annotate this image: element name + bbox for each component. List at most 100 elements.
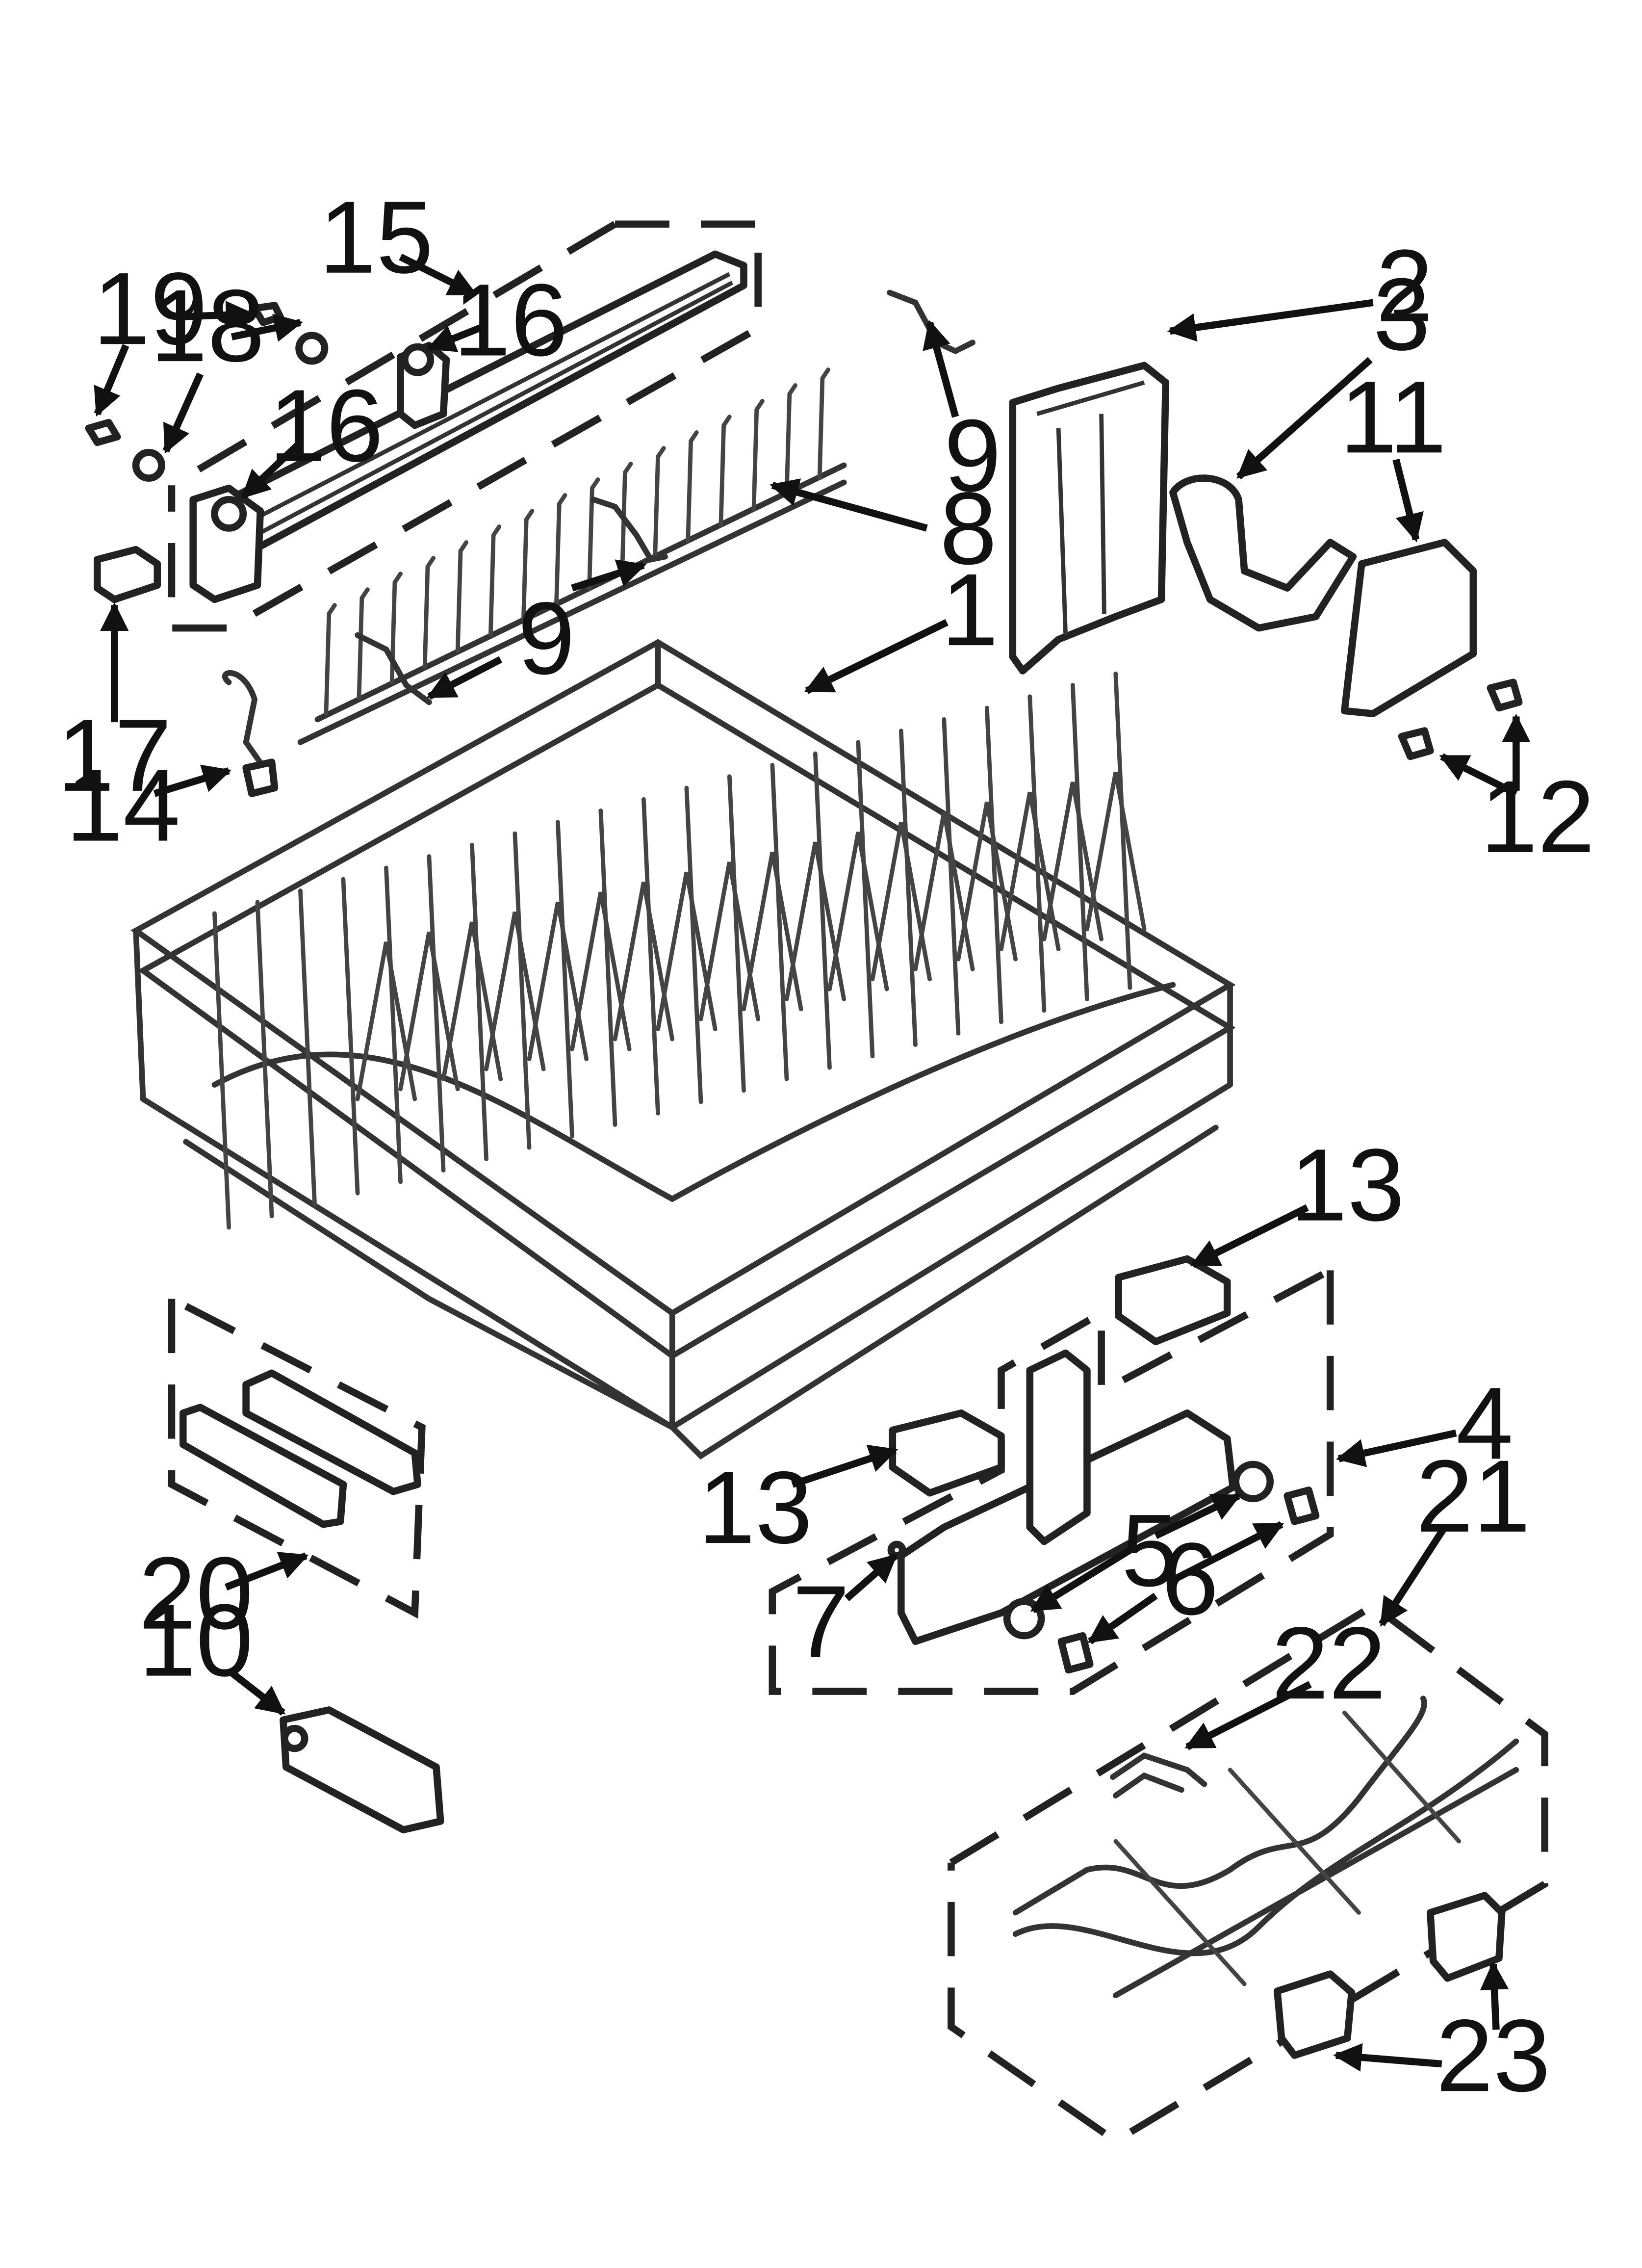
insert-clip-23b bbox=[1274, 1970, 1356, 2059]
rack-tine-wire bbox=[384, 865, 403, 1184]
rack-tine-wire bbox=[427, 854, 446, 1173]
callout-13-upper: 13 bbox=[1290, 1128, 1405, 1243]
handle-frame bbox=[242, 1369, 421, 1495]
handle-grip bbox=[180, 1404, 347, 1528]
rack-tine-wire bbox=[770, 763, 789, 1081]
callout-14: 14 bbox=[66, 748, 180, 863]
cover-screw-12b bbox=[1398, 727, 1434, 760]
tine-wire bbox=[455, 540, 469, 653]
upper-dishrack bbox=[130, 639, 1236, 1460]
rack-fold-tine bbox=[698, 861, 761, 1021]
adjuster-slide-group bbox=[769, 1255, 1334, 1695]
callout-13-lower: 13 bbox=[698, 1450, 813, 1565]
callout-22: 22 bbox=[1272, 1606, 1386, 1721]
tine-wire bbox=[751, 399, 765, 512]
callout-12: 12 bbox=[1480, 759, 1595, 874]
rack-stop-10 bbox=[280, 1706, 444, 1834]
rack-tine-wire bbox=[1113, 671, 1132, 990]
axle-6a bbox=[1283, 1486, 1320, 1525]
tine-wire bbox=[653, 446, 666, 559]
rack-tine-wire bbox=[513, 831, 532, 1150]
rack-tine-wire bbox=[1070, 683, 1089, 1001]
callout-labels: 15 19 16 18 16 17 14 2 3 11 12 9 8 9 1 1… bbox=[57, 180, 1595, 2113]
tine-clip-9-mid bbox=[590, 496, 668, 563]
tine-wire bbox=[389, 572, 403, 685]
rack-tine-wire bbox=[298, 888, 317, 1207]
callout-2: 2 bbox=[1376, 229, 1433, 343]
tine-wire bbox=[718, 415, 732, 528]
rack-fold-tine bbox=[570, 891, 632, 1051]
rack-tine-wire bbox=[598, 808, 617, 1127]
tine-wire bbox=[488, 524, 502, 638]
rack-fold-tine bbox=[441, 921, 503, 1081]
callout-7: 7 bbox=[793, 1564, 850, 1679]
insert-clip-22 bbox=[1110, 1752, 1207, 1799]
wire-insert bbox=[1012, 1695, 1519, 1999]
rail-end-clip bbox=[94, 546, 161, 603]
callout-15: 15 bbox=[319, 180, 434, 295]
callout-23: 23 bbox=[1436, 1999, 1551, 2113]
washer-18a bbox=[295, 332, 329, 365]
callout-16-lower: 16 bbox=[269, 368, 384, 483]
roller-wheel-rear bbox=[401, 343, 435, 376]
rail-assembly-group bbox=[168, 220, 762, 632]
callout-6: 6 bbox=[1161, 1522, 1219, 1637]
rack-clip-13-upper bbox=[1115, 1255, 1231, 1346]
handle-assembly-boundary bbox=[168, 1296, 426, 1619]
callout-10: 10 bbox=[139, 1583, 254, 1698]
handle-assembly-group bbox=[168, 1296, 426, 1619]
rack-fold-tine bbox=[1042, 782, 1103, 941]
rack-fold-tine bbox=[1085, 772, 1147, 932]
rack-tine-wire bbox=[255, 900, 274, 1219]
tine-wire bbox=[324, 603, 337, 716]
rack-fold-tine bbox=[742, 852, 803, 1012]
rack-insert-group bbox=[948, 1601, 1548, 2145]
roller-wheel-front bbox=[211, 496, 247, 532]
adjuster-post bbox=[1026, 1349, 1091, 1545]
tine-wire bbox=[587, 477, 600, 591]
rack-fold-tine bbox=[956, 802, 1018, 962]
tine-wire bbox=[686, 430, 699, 544]
rack-fold-tine bbox=[827, 832, 889, 991]
adjuster-slide-boundary bbox=[769, 1267, 1334, 1695]
rack-tine-wire bbox=[727, 774, 746, 1093]
callout-11: 11 bbox=[1340, 360, 1447, 475]
rack-tine-wire bbox=[212, 911, 231, 1230]
rack-tine-wire bbox=[898, 729, 918, 1047]
rack-fold-tine bbox=[355, 941, 417, 1101]
tine-clip-9-top bbox=[887, 289, 975, 355]
axle-6b bbox=[1057, 1632, 1094, 1674]
rack-tine-wire bbox=[556, 820, 574, 1139]
rack-fold-tine bbox=[656, 871, 718, 1032]
tine-wire bbox=[554, 493, 567, 606]
callout-9-upper: 9 bbox=[944, 398, 1001, 513]
tine-wire bbox=[422, 556, 436, 669]
tine-wire bbox=[357, 587, 370, 701]
tine-clip-9-low bbox=[355, 632, 432, 705]
rack-tine-wire bbox=[470, 842, 488, 1161]
adjuster-lever bbox=[1169, 474, 1357, 632]
rack-fold-tine bbox=[613, 882, 675, 1042]
tine-wire bbox=[620, 462, 633, 575]
callout-4: 4 bbox=[1456, 1366, 1514, 1481]
rack-fold-tine bbox=[999, 791, 1061, 952]
tine-wire bbox=[784, 383, 797, 496]
callout-21: 21 bbox=[1416, 1439, 1531, 1554]
cover-screw-12a bbox=[1487, 678, 1523, 712]
callout-9-lower: 9 bbox=[518, 581, 575, 696]
rack-tine-wire bbox=[641, 797, 660, 1116]
rack-adjuster-housing bbox=[1009, 362, 1170, 675]
rack-stop-screw bbox=[281, 1724, 308, 1752]
folding-tine-row bbox=[297, 367, 847, 745]
callout-18: 18 bbox=[150, 268, 265, 383]
callout-20: 20 bbox=[139, 1536, 254, 1651]
rack-fold-tine bbox=[784, 841, 847, 1001]
rack-fold-tine bbox=[913, 811, 975, 971]
leader-lines bbox=[94, 254, 1531, 2072]
rack-fold-tine bbox=[484, 912, 546, 1071]
callout-5: 5 bbox=[1121, 1493, 1179, 1608]
tine-wire bbox=[521, 509, 535, 622]
rack-fold-tine bbox=[870, 822, 932, 982]
rack-tine-wire bbox=[341, 877, 360, 1196]
callout-19: 19 bbox=[93, 251, 207, 366]
